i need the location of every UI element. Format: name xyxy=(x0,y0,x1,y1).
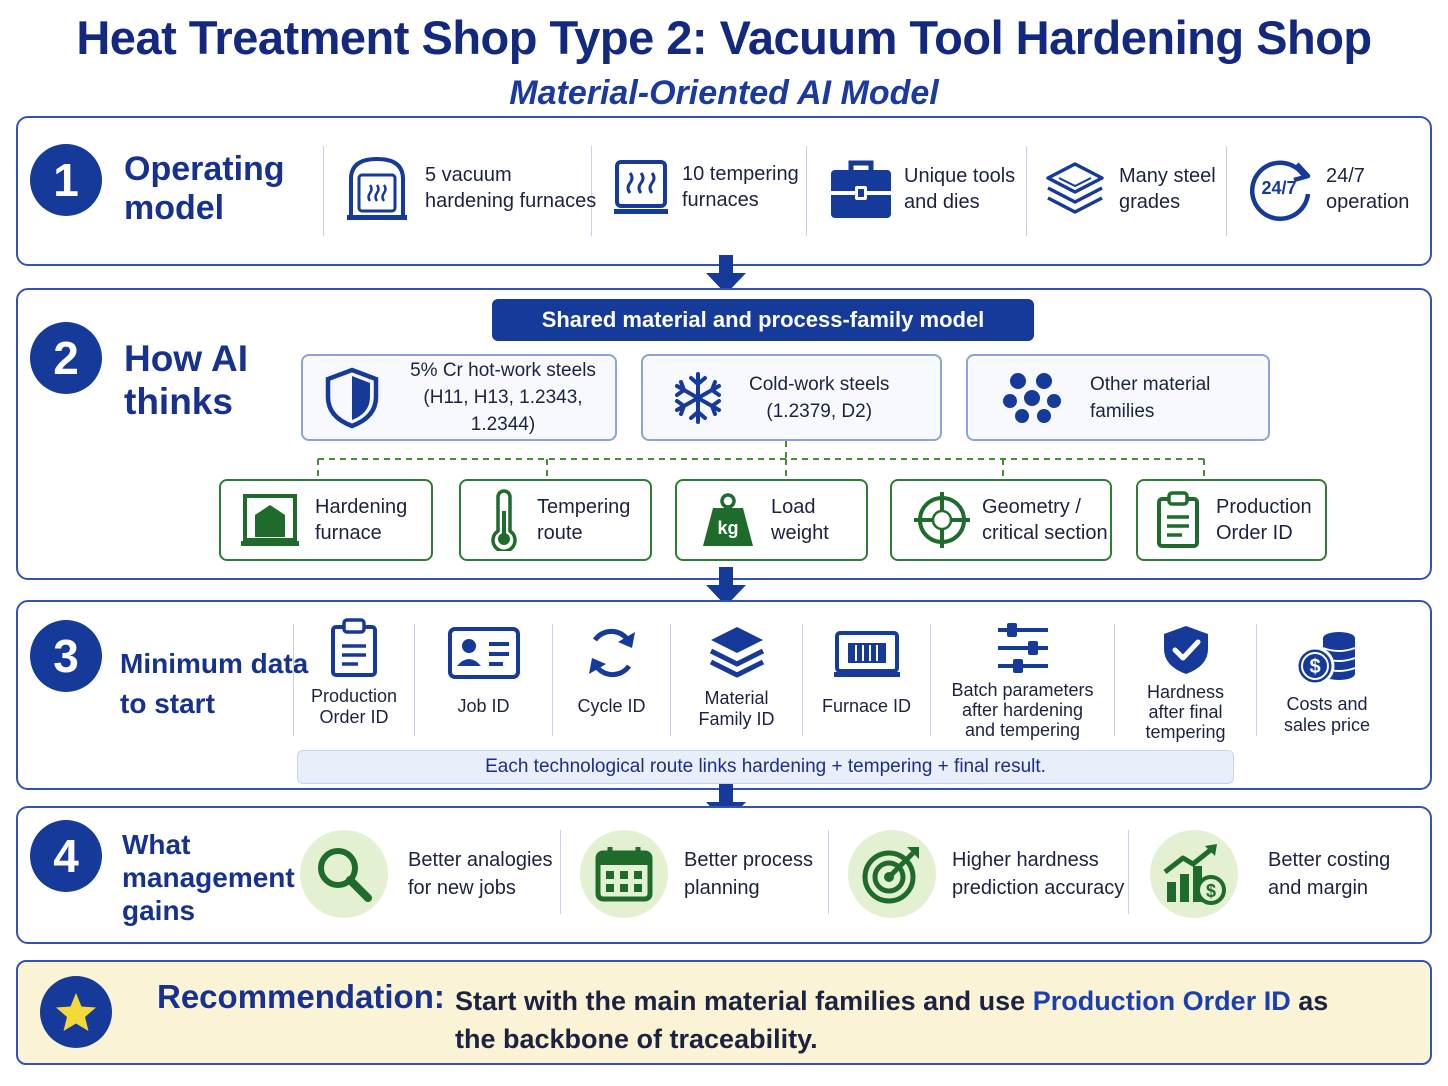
connector-lines xyxy=(317,441,1205,479)
recommendation-highlight: Production Order ID xyxy=(1032,986,1291,1016)
sliders-icon xyxy=(996,622,1050,674)
shared-model-banner: Shared material and process-family model xyxy=(492,299,1034,341)
flow-arrow-3 xyxy=(706,784,746,823)
clipboard-icon xyxy=(1156,491,1200,549)
id-card-icon xyxy=(447,626,521,680)
furnace-icon xyxy=(241,493,299,547)
section-number-4: 4 xyxy=(30,820,102,892)
svg-text:$: $ xyxy=(1206,881,1216,901)
family-hot-work-steels: 5% Cr hot-work steels(H11, H13, 1.2343, … xyxy=(301,354,617,441)
coins-icon: $ xyxy=(1295,630,1359,688)
tempering-furnace-icon xyxy=(614,159,668,215)
layers-icon xyxy=(709,624,765,680)
dots-icon xyxy=(1002,371,1062,425)
route-note: Each technological route links hardening… xyxy=(297,750,1234,784)
snowflake-icon xyxy=(671,371,725,425)
recommendation-label: Recommendation: xyxy=(157,978,445,1015)
page-subtitle: Material-Oriented AI Model xyxy=(509,74,939,112)
calendar-icon xyxy=(580,830,668,918)
crosshair-icon xyxy=(914,492,970,548)
section-operating-model xyxy=(16,116,1432,266)
shield-icon xyxy=(325,367,379,429)
data-item-furnace-id: Furnace ID xyxy=(803,630,930,717)
clipboard-icon xyxy=(330,618,378,678)
flow-arrow-1 xyxy=(706,255,746,294)
feature-geometry: Geometry /critical section xyxy=(890,479,1112,561)
furnace-id-icon xyxy=(833,630,900,678)
flow-arrow-2 xyxy=(706,567,746,606)
vacuum-furnace-icon xyxy=(345,155,409,221)
operating-label: 5 vacuum xyxy=(425,164,512,186)
svg-text:$: $ xyxy=(1309,656,1320,678)
thermometer-icon xyxy=(489,489,519,551)
shield-check-icon xyxy=(1162,624,1210,676)
section-number-1: 1 xyxy=(30,144,102,216)
target-icon xyxy=(848,830,936,918)
magnifier-icon xyxy=(300,830,388,918)
family-cold-work-steels: Cold-work steels(1.2379, D2) xyxy=(641,354,942,441)
section-number-2: 2 xyxy=(30,322,102,394)
recommendation-box xyxy=(16,960,1432,1065)
page-title: Heat Treatment Shop Type 2: Vacuum Tool … xyxy=(76,11,1372,64)
cycle-icon xyxy=(583,624,641,682)
star-icon xyxy=(40,976,112,1048)
data-item-job-id: Job ID xyxy=(415,626,552,717)
layers-icon xyxy=(1045,160,1105,218)
section-number-3: 3 xyxy=(30,620,102,692)
recommendation-text: Start with the main material families an… xyxy=(455,986,1329,1054)
weight-icon: kg xyxy=(701,492,755,548)
growth-chart-icon: $ xyxy=(1150,830,1238,918)
clock-247-icon: 24/7 xyxy=(1248,156,1314,222)
toolbox-icon xyxy=(830,158,892,220)
data-item-cycle-id: Cycle ID xyxy=(553,624,670,717)
